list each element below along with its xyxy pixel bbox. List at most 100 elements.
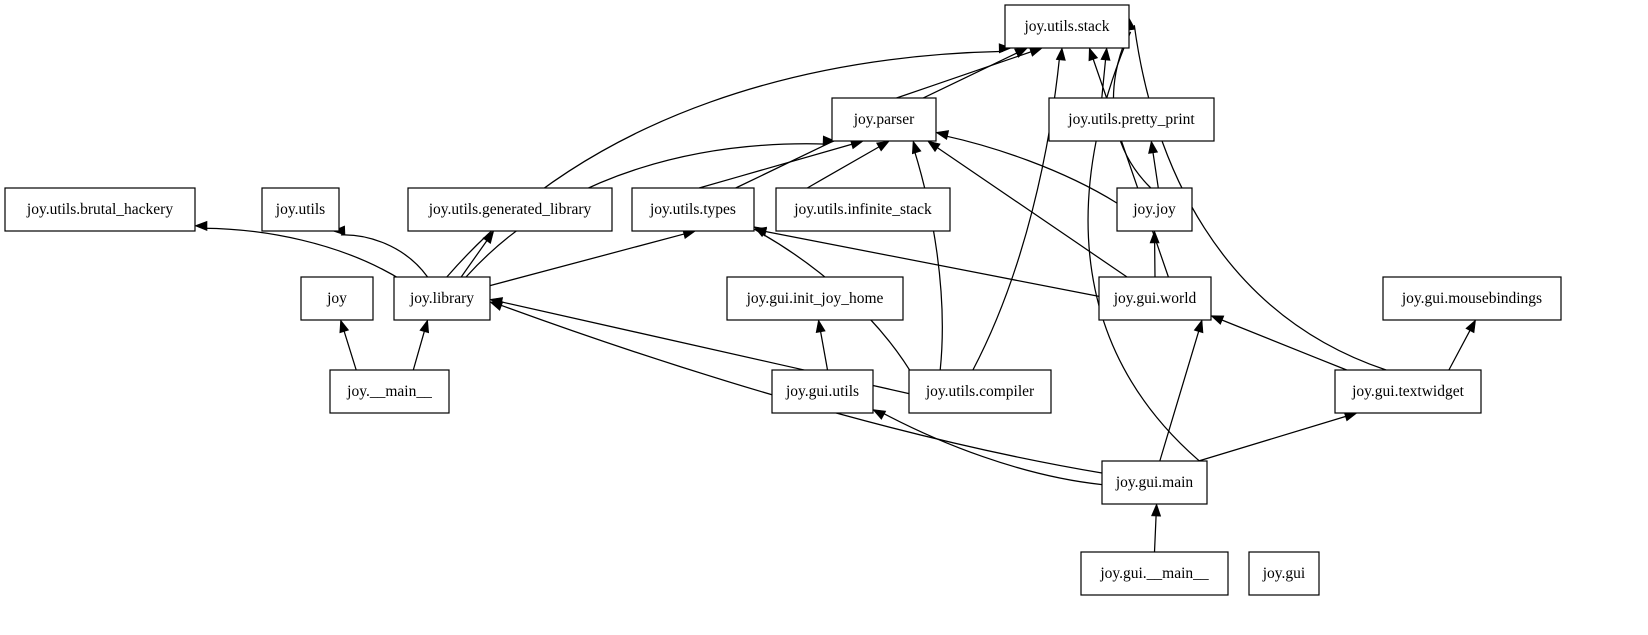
arrowhead-icon xyxy=(1028,47,1043,57)
edge-joy.gui.utils-to-joy.gui.init_joy_home xyxy=(819,328,829,371)
node-label: joy.utils.brutal_hackery xyxy=(26,201,173,218)
node-joy.gui.main[interactable]: joy.gui.main xyxy=(1101,460,1208,505)
edge-joy.gui.textwidget-to-joy.utils.stack xyxy=(1133,25,1387,371)
node-label: joy.utils.stack xyxy=(1023,18,1109,35)
node-joy.gui.textwidget[interactable]: joy.gui.textwidget xyxy=(1334,369,1482,414)
node-joy.utils.stack[interactable]: joy.utils.stack xyxy=(1004,4,1130,49)
edge-joy.gui.main-to-joy.utils.stack xyxy=(1087,31,1208,468)
node-box[interactable] xyxy=(771,369,874,414)
node-label: joy.gui.mousebindings xyxy=(1401,290,1542,307)
node-joy.parser[interactable]: joy.parser xyxy=(831,97,937,142)
arrowhead-icon xyxy=(1193,319,1204,334)
node-label: joy.joy xyxy=(1132,201,1176,218)
node-box[interactable] xyxy=(300,276,374,321)
edge-joy.gui.world-to-joy.parser xyxy=(934,145,1128,278)
node-joy.utils.infinite_stack[interactable]: joy.utils.infinite_stack xyxy=(775,187,951,232)
node-label: joy.utils.pretty_print xyxy=(1067,111,1195,128)
edge-joy.utils.compiler-to-joy.utils.stack xyxy=(972,56,1061,371)
node-label: joy.gui.textwidget xyxy=(1351,383,1464,400)
node-box[interactable] xyxy=(261,187,340,232)
node-joy.utils.pretty_print[interactable]: joy.utils.pretty_print xyxy=(1048,97,1215,142)
node-box[interactable] xyxy=(831,97,937,142)
edge-joy.utils.infinite_stack-to-joy.parser xyxy=(806,144,882,189)
node-box[interactable] xyxy=(1004,4,1130,49)
arrowhead-icon xyxy=(194,220,208,231)
node-joy[interactable]: joy xyxy=(300,276,374,321)
node-label: joy.__main__ xyxy=(346,383,432,400)
node-box[interactable] xyxy=(1334,369,1482,414)
node-joy.gui.init_joy_home[interactable]: joy.gui.init_joy_home xyxy=(726,276,904,321)
arrowhead-icon xyxy=(1100,47,1111,61)
edge-joy.library-to-joy.utils.brutal_hackery xyxy=(203,227,404,282)
edge-joy.gui.main-to-joy.gui.textwidget xyxy=(1198,415,1349,462)
edge-joy.library-to-joy.utils.types xyxy=(489,232,687,287)
edge-joy.joy-to-joy.utils.pretty_print xyxy=(1151,149,1159,189)
node-joy.library[interactable]: joy.library xyxy=(393,276,491,321)
node-label: joy.gui.utils xyxy=(785,383,859,400)
arrowhead-icon xyxy=(489,301,504,311)
node-joy.utils.types[interactable]: joy.utils.types xyxy=(631,187,755,232)
node-joy.gui.__main__[interactable]: joy.gui.__main__ xyxy=(1080,551,1229,596)
node-box[interactable] xyxy=(1116,187,1193,232)
node-joy.gui.mousebindings[interactable]: joy.gui.mousebindings xyxy=(1382,276,1562,321)
node-box[interactable] xyxy=(1048,97,1215,142)
arrowhead-icon xyxy=(815,319,826,333)
node-joy.__main__[interactable]: joy.__main__ xyxy=(329,369,450,414)
node-label: joy.gui xyxy=(1262,565,1306,582)
edge-joy.parser-to-joy.utils.stack xyxy=(896,50,1034,99)
edge-joy.gui.world-to-joy.utils.stack xyxy=(1091,56,1169,278)
edges-layer xyxy=(194,17,1476,553)
arrowhead-icon xyxy=(419,319,430,334)
arrowhead-icon xyxy=(872,409,887,420)
edge-joy.gui.__main__-to-joy.gui.main xyxy=(1153,512,1157,553)
edge-joy.library-to-joy.utils xyxy=(340,234,429,278)
edge-joy.__main__-to-joy xyxy=(342,328,357,371)
node-joy.utils.brutal_hackery[interactable]: joy.utils.brutal_hackery xyxy=(4,187,196,232)
node-box[interactable] xyxy=(1248,551,1320,596)
node-box[interactable] xyxy=(4,187,196,232)
node-label: joy.utils.types xyxy=(649,201,736,218)
nodes-layer: joy.utils.stack joy.parser joy.utils.prett… xyxy=(4,4,1562,596)
node-label: joy.gui.world xyxy=(1113,290,1197,307)
edge-joy.library-to-joy.utils.stack xyxy=(446,50,1003,278)
node-joy.utils.compiler[interactable]: joy.utils.compiler xyxy=(908,369,1052,414)
arrowhead-icon xyxy=(1210,315,1225,325)
node-label: joy xyxy=(326,290,347,307)
node-label: joy.utils xyxy=(275,201,325,218)
node-box[interactable] xyxy=(1080,551,1229,596)
arrowhead-icon xyxy=(1465,319,1476,334)
edge-joy.utils.pretty_print-to-joy.utils.stack xyxy=(1101,56,1107,99)
node-joy.utils.generated_library[interactable]: joy.utils.generated_library xyxy=(407,187,613,232)
node-label: joy.parser xyxy=(853,111,915,128)
edge-joy.__main__-to-joy.library xyxy=(412,328,426,371)
arrowhead-icon xyxy=(911,140,922,155)
edge-joy.gui.textwidget-to-joy.gui.mousebindings xyxy=(1448,327,1472,371)
node-box[interactable] xyxy=(329,369,450,414)
arrowhead-icon xyxy=(1151,503,1162,517)
node-label: joy.gui.main xyxy=(1115,474,1194,491)
node-box[interactable] xyxy=(775,187,951,232)
node-box[interactable] xyxy=(1382,276,1562,321)
node-joy.gui.world[interactable]: joy.gui.world xyxy=(1098,276,1212,321)
node-box[interactable] xyxy=(407,187,613,232)
node-box[interactable] xyxy=(1101,460,1208,505)
node-joy.utils[interactable]: joy.utils xyxy=(261,187,340,232)
node-box[interactable] xyxy=(393,276,491,321)
arrowhead-icon xyxy=(1088,47,1099,62)
arrowhead-icon xyxy=(1148,140,1159,154)
node-box[interactable] xyxy=(908,369,1052,414)
node-box[interactable] xyxy=(631,187,755,232)
edge-joy.gui.world-to-joy.utils.types xyxy=(762,230,1100,298)
node-box[interactable] xyxy=(726,276,904,321)
node-joy.gui.utils[interactable]: joy.gui.utils xyxy=(771,369,874,414)
edge-joy.gui.textwidget-to-joy.gui.world xyxy=(1219,318,1347,371)
edge-joy.utils.types-to-joy.parser xyxy=(698,142,855,189)
arrowhead-icon xyxy=(1055,47,1066,61)
node-joy.joy[interactable]: joy.joy xyxy=(1116,187,1193,232)
node-joy.gui[interactable]: joy.gui xyxy=(1248,551,1320,596)
node-box[interactable] xyxy=(1098,276,1212,321)
arrowhead-icon xyxy=(935,130,950,140)
edge-joy.gui.main-to-joy.gui.utils xyxy=(881,411,1103,486)
